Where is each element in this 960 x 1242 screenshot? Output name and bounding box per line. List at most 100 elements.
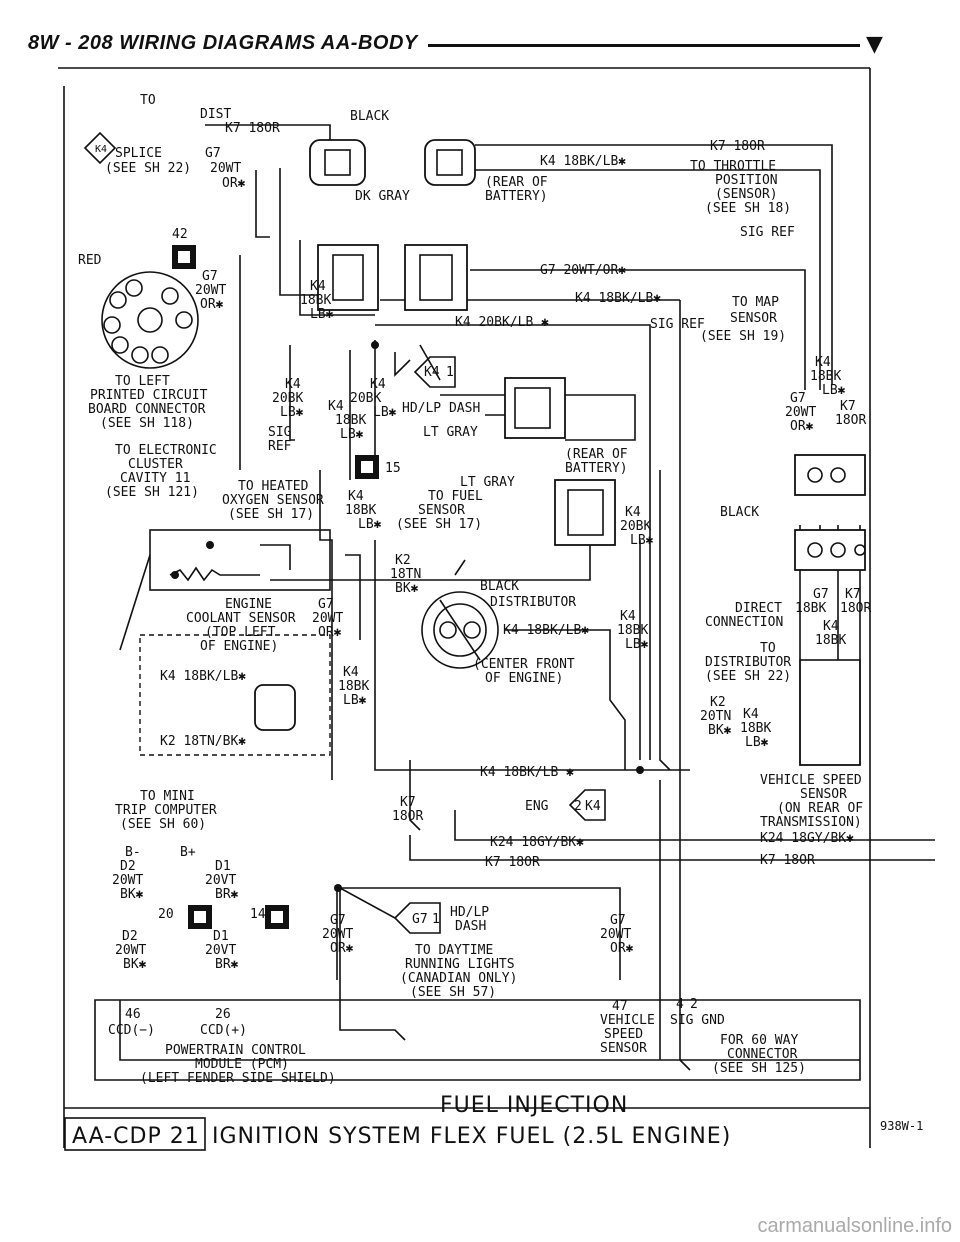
wire-k7-top [205, 124, 331, 140]
label: (CANADIAN ONLY) [400, 971, 517, 986]
footer-code-box [64, 1117, 206, 1151]
label: LT GRAY [460, 475, 515, 490]
label: K7 18OR [760, 853, 815, 868]
label: DISTRIBUTOR [705, 655, 791, 670]
label: SENSOR [730, 311, 777, 326]
diamond-label: K4 [95, 144, 107, 155]
label: K4 [585, 799, 601, 814]
splice-dot [334, 884, 342, 892]
label: G7 [813, 587, 829, 602]
wire-k4-18bk-left [299, 240, 375, 316]
direct-connection-plug [794, 454, 866, 571]
pcm-box-top [119, 1000, 860, 1061]
label: 18BK [810, 369, 841, 384]
label: 20TN [700, 709, 731, 724]
label: K4 [370, 377, 386, 392]
wire-g7-hdlp [339, 887, 396, 919]
wire-k4-h [345, 554, 361, 640]
label: K7 [840, 399, 856, 414]
wire-g7-20wt-d [319, 470, 333, 780]
label: OR✱ [318, 625, 342, 640]
label: BK✱ [395, 581, 419, 596]
label: CLUSTER [128, 457, 183, 472]
label: LB✱ [745, 735, 769, 750]
label: 18TN [390, 567, 421, 582]
footer-subtitle: IGNITION SYSTEM FLEX FUEL (2.5L ENGINE) [212, 1124, 731, 1149]
label: 18BK [335, 413, 366, 428]
label: K4 20BK/LB ✱ [455, 315, 549, 330]
label: LB✱ [625, 637, 649, 652]
label: TO THROTTLE [690, 159, 776, 174]
label: LB✱ [630, 533, 654, 548]
wire-k2-20tn [659, 470, 671, 771]
wire-coolant-lead [119, 554, 151, 651]
label: K4 [343, 665, 359, 680]
label: (REAR OF [485, 175, 548, 190]
label: 4 [676, 997, 684, 1012]
label: G7 [202, 269, 218, 284]
label: BLACK [720, 505, 759, 520]
label: K7 18OR [710, 139, 765, 154]
label: ENGINE [225, 597, 272, 612]
label: OXYGEN SENSOR [222, 493, 324, 508]
label: G7 [318, 597, 334, 612]
label: K4 [815, 355, 831, 370]
label: SENSOR [600, 1041, 647, 1056]
label: 1 [446, 365, 454, 380]
label: LB✱ [310, 307, 334, 322]
label: K2 [710, 695, 726, 710]
label: LB✱ [280, 405, 304, 420]
label: RED [78, 253, 102, 268]
label: 20VT [205, 873, 236, 888]
label: ENG [525, 799, 549, 814]
label: (REAR OF [565, 447, 628, 462]
splice-dot [371, 341, 379, 349]
label: K24 18GY/BK✱ [490, 835, 584, 850]
label: SIG REF [740, 225, 795, 240]
label: TO ELECTRONIC [115, 443, 217, 458]
label: 20WT [600, 927, 631, 942]
label: K4 [823, 619, 839, 634]
label: SIG [268, 425, 292, 440]
wire-k7-m [409, 760, 421, 831]
label: FOR 60 WAY [720, 1033, 798, 1048]
label: TO MINI [140, 789, 195, 804]
wire-g7-a [255, 170, 270, 238]
pcm-box [94, 999, 861, 1081]
label: 18BK [338, 679, 369, 694]
label: (LEFT FENDER SIDE SHIELD) [140, 1071, 336, 1086]
wire-k4-20bk-c [289, 345, 295, 441]
label: (SEE SH 57) [410, 985, 496, 1000]
wire-k4-20bk [375, 324, 651, 760]
label: DISTRIBUTOR [490, 595, 576, 610]
label: OR✱ [610, 941, 634, 956]
label: 14 [250, 907, 266, 922]
label: POSITION [715, 173, 778, 188]
label: TO [140, 93, 156, 108]
label: CONNECTION [705, 615, 783, 630]
label: B- [125, 845, 141, 860]
label: 26 [215, 1007, 231, 1022]
label: K2 18TN/BK✱ [160, 734, 246, 749]
wire-k4-box [374, 540, 620, 771]
label: OR✱ [790, 419, 814, 434]
label: K4 [424, 365, 440, 380]
footer-code: AA-CDP 21 [72, 1124, 200, 1149]
label: 18BK [617, 623, 648, 638]
label: 20WT [312, 611, 343, 626]
wire-vss-pin [679, 1059, 691, 1071]
header-rule [428, 44, 860, 47]
label: G7 [610, 913, 626, 928]
label: 20WT [210, 161, 241, 176]
wire-k4-dist [505, 629, 626, 770]
wire-k7-low [409, 835, 935, 861]
label: G7 [412, 912, 428, 927]
label: 1 [432, 912, 440, 927]
label: K4 18BK/LB✱ [575, 291, 661, 306]
page-title: 8W - 208 WIRING DIAGRAMS AA-BODY [28, 32, 418, 54]
label: K4 18BK/LB ✱ [480, 765, 574, 780]
label: BR✱ [215, 887, 239, 902]
label: 20WT [115, 943, 146, 958]
label: LT GRAY [423, 425, 478, 440]
label: (SEE SH 22) [705, 669, 791, 684]
